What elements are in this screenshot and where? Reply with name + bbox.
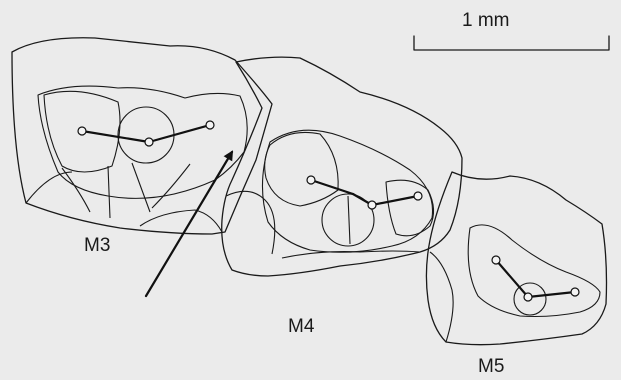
m3-basin	[38, 86, 247, 198]
m3-connector	[78, 121, 214, 146]
m5-node-anterior	[492, 256, 500, 264]
scale-bar-label: 1 mm	[462, 10, 510, 31]
m3-label: M3	[84, 235, 110, 256]
m4-node-anterior	[307, 176, 315, 184]
m5-node-central	[524, 293, 532, 301]
indicator-arrow	[146, 152, 232, 296]
m4-posterior-cusp	[386, 180, 434, 236]
m3-node-central	[145, 138, 153, 146]
tooth-m5: M5	[426, 172, 606, 377]
m4-anterior-cusp	[265, 132, 339, 206]
scale-bar: 1 mm	[414, 10, 609, 50]
tooth-m3: M3	[12, 38, 272, 256]
tooth-m4: M4	[222, 57, 462, 337]
m5-node-posterior	[571, 288, 579, 296]
m5-label: M5	[478, 356, 504, 377]
m3-crown-outline	[12, 38, 272, 234]
m3-central-cusp	[118, 107, 174, 163]
m5-connector	[492, 256, 579, 301]
m5-basin	[468, 225, 600, 317]
m4-connector	[307, 176, 422, 209]
m3-node-anterior	[78, 127, 86, 135]
m5-crown-outline	[426, 172, 606, 345]
m4-node-central	[368, 201, 376, 209]
m5-cusp-divisions	[430, 252, 453, 342]
m3-node-posterior	[206, 121, 214, 129]
m4-label: M4	[288, 316, 315, 337]
m4-crown-outline	[222, 57, 462, 276]
m4-node-posterior	[414, 192, 422, 200]
